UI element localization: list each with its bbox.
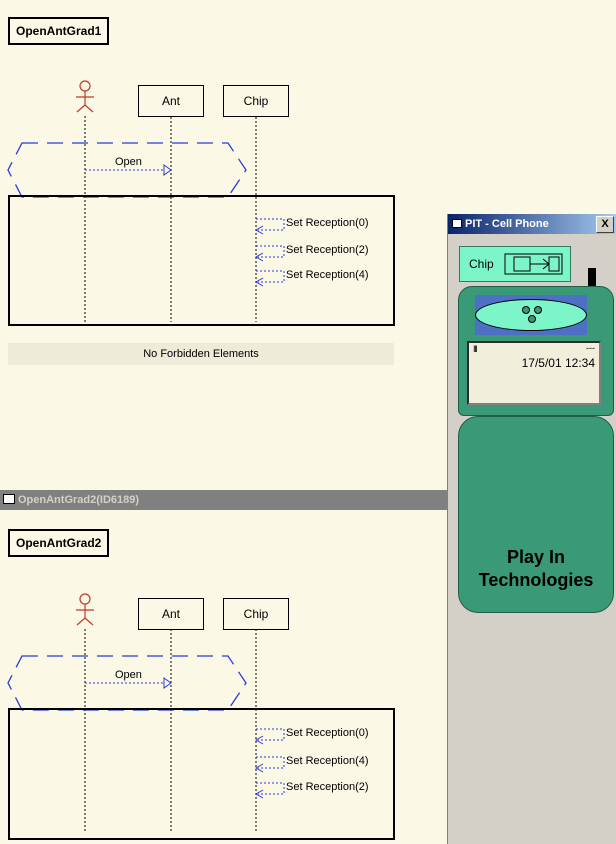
self-message-arrowheads	[254, 225, 264, 287]
signal-indicator: Ill	[473, 344, 477, 354]
self-message-label[interactable]: Set Reception(2)	[286, 244, 369, 256]
phone-button-icon[interactable]	[475, 299, 587, 331]
open-message-arrowhead	[163, 164, 172, 176]
object-chip[interactable]: Chip	[223, 598, 289, 630]
actor-icon[interactable]	[76, 593, 94, 626]
self-message-label[interactable]: Set Reception(4)	[286, 269, 369, 281]
diagram-1-drawing	[7, 80, 285, 322]
cell-phone-title-text: PIT - Cell Phone	[465, 218, 549, 230]
diagram-pane-2: OpenAntGrad2 Ant Chip Open Set Reception…	[0, 511, 448, 844]
close-icon[interactable]: X	[596, 216, 614, 233]
cell-phone-titlebar[interactable]: PIT - Cell Phone X	[448, 214, 616, 234]
phone-antenna	[588, 268, 596, 288]
object-chip-label: Chip	[243, 607, 269, 621]
self-message-label[interactable]: Set Reception(0)	[286, 727, 369, 739]
actor-icon[interactable]	[76, 80, 94, 113]
object-ant-label: Ant	[161, 607, 180, 621]
open-message-arrowhead	[163, 677, 172, 689]
phone-body-top: Ill --- 17/5/01 12:34	[458, 286, 614, 416]
window-icon	[3, 494, 15, 505]
self-message-loops	[256, 218, 285, 283]
object-ant-label: Ant	[161, 94, 180, 108]
self-message-label[interactable]: Set Reception(2)	[286, 781, 369, 793]
diagram-title: OpenAntGrad2	[8, 529, 110, 557]
self-message-loops	[256, 728, 285, 795]
window-titlebar-2[interactable]: OpenAntGrad2(ID6189)	[0, 490, 448, 510]
window-icon	[452, 218, 462, 228]
self-message-arrowheads	[254, 735, 264, 799]
brand-line-2: Technologies	[478, 570, 594, 590]
main-chart-box	[8, 708, 395, 840]
phone-screen: Ill --- 17/5/01 12:34	[467, 341, 601, 405]
object-ant[interactable]: Ant	[138, 85, 204, 117]
diagram-pane-1: OpenAntGrad1 Ant Chip O	[0, 0, 448, 462]
chip-label: Chip	[469, 257, 494, 271]
diagram-title: OpenAntGrad1	[8, 17, 110, 45]
close-glyph: X	[601, 218, 609, 230]
screen-dashes: ---	[586, 343, 595, 353]
brand-line-1: Play In	[506, 547, 566, 567]
diagram-2-drawing	[7, 593, 285, 833]
object-ant[interactable]: Ant	[138, 598, 204, 630]
cell-phone-window: PIT - Cell Phone X Chip Ill --- 17/5	[447, 214, 616, 844]
forbidden-elements-status: No Forbidden Elements	[8, 343, 394, 365]
self-message-label[interactable]: Set Reception(4)	[286, 755, 369, 767]
prechart-hexagon	[7, 655, 247, 711]
phone-body-bottom: Play In Technologies	[458, 416, 614, 613]
open-message-label: Open	[115, 156, 142, 168]
screen-datetime: 17/5/01 12:34	[521, 356, 595, 370]
prechart-hexagon	[7, 142, 247, 198]
main-chart-box	[8, 195, 395, 326]
chip-button[interactable]: Chip	[459, 246, 571, 282]
window-title-text: OpenAntGrad2(ID6189)	[18, 494, 140, 506]
object-chip-label: Chip	[243, 94, 269, 108]
self-message-label[interactable]: Set Reception(0)	[286, 217, 369, 229]
chip-icon	[504, 253, 563, 275]
object-chip[interactable]: Chip	[223, 85, 289, 117]
open-message-label: Open	[115, 669, 142, 681]
phone-button-dots	[522, 306, 542, 323]
